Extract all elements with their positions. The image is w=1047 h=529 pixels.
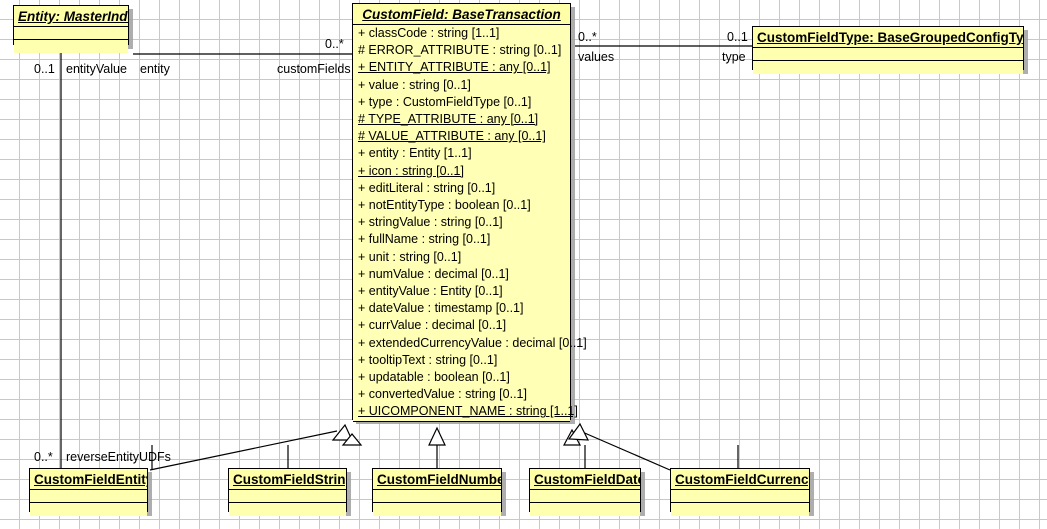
label-entity-role: entity	[140, 62, 170, 76]
attribute-row: + value : string [0..1]	[358, 77, 471, 92]
label-values-multiplicity: 0..*	[578, 30, 597, 44]
class-operations-custom-field-number	[373, 503, 501, 516]
class-title-custom-field-date: CustomFieldDate	[530, 469, 640, 490]
gen-arrow-string	[341, 433, 363, 446]
gen-line-currency-angled	[579, 430, 671, 471]
label-custom-fields-role: customFields	[277, 62, 351, 76]
label-values-role: values	[578, 50, 615, 64]
attribute-row: + currValue : decimal [0..1]	[358, 318, 507, 333]
gen-arrow-number	[428, 426, 446, 446]
class-title-custom-field-entity: CustomFieldEntity	[30, 469, 147, 490]
attribute-row: # VALUE_ATTRIBUTE : any [0..1]	[358, 129, 546, 144]
attribute-row: + entityValue : Entity [0..1]	[358, 284, 503, 299]
attribute-row: + unit : string [0..1]	[358, 249, 462, 264]
attribute-row: + classCode : string [1..1]	[358, 26, 500, 40]
class-title-custom-field-string: CustomFieldString	[229, 469, 346, 490]
attribute-row: # TYPE_ATTRIBUTE : any [0..1]	[358, 112, 539, 127]
class-box-custom-field-date[interactable]: CustomFieldDate	[529, 468, 641, 516]
class-title-custom-field-currency: CustomFieldCurrency	[671, 469, 809, 490]
class-box-custom-field-entity[interactable]: CustomFieldEntity	[29, 468, 148, 516]
attribute-row: + entity : Entity [1..1]	[358, 146, 472, 161]
label-reverse-entity-udfs-multiplicity: 0..*	[34, 450, 53, 464]
label-custom-fields-multiplicity: 0..*	[325, 37, 344, 51]
attribute-row: # ERROR_ATTRIBUTE : string [0..1]	[358, 43, 562, 58]
attribute-row: + editLiteral : string [0..1]	[358, 180, 496, 195]
attribute-row: + ENTITY_ATTRIBUTE : any [0..1]	[358, 60, 551, 75]
gen-line-entity-angled	[149, 430, 338, 471]
class-attributes-custom-field-type	[753, 48, 1023, 61]
class-box-custom-field-currency[interactable]: CustomFieldCurrency	[670, 468, 810, 516]
class-operations-custom-field-type	[753, 61, 1023, 74]
attribute-row: + UICOMPONENT_NAME : string [1..1]	[358, 404, 578, 419]
attribute-row: + updatable : boolean [0..1]	[358, 370, 510, 385]
attribute-row: + notEntityType : boolean [0..1]	[358, 198, 531, 213]
class-box-custom-field-type[interactable]: CustomFieldType: BaseGroupedConfigType	[752, 26, 1024, 74]
label-entity-value-role: entityValue	[66, 62, 127, 76]
class-attributes-custom-field: + classCode : string [1..1] # ERROR_ATTR…	[353, 25, 587, 422]
attribute-row: + numValue : decimal [0..1]	[358, 266, 509, 281]
gen-arrow-currency	[567, 422, 589, 441]
attribute-row: + type : CustomFieldType [0..1]	[358, 94, 532, 109]
class-attributes-custom-field-number	[373, 490, 501, 503]
class-attributes-custom-field-date	[530, 490, 640, 503]
class-attributes-custom-field-currency	[671, 490, 809, 503]
label-type-role: type	[722, 50, 746, 64]
class-attributes-master-index	[14, 27, 128, 40]
label-reverse-entity-udfs-role: reverseEntityUDFs	[66, 450, 171, 464]
class-box-custom-field-string[interactable]: CustomFieldString	[228, 468, 347, 516]
attribute-row: + stringValue : string [0..1]	[358, 215, 503, 230]
class-operations-custom-field-currency	[671, 503, 809, 516]
class-attributes-custom-field-string	[229, 490, 346, 503]
class-title-custom-field-type: CustomFieldType: BaseGroupedConfigType	[753, 27, 1023, 48]
class-box-master-index[interactable]: Entity: MasterIndex	[13, 5, 129, 53]
class-title-custom-field: CustomField: BaseTransaction	[353, 4, 570, 25]
attribute-row: + convertedValue : string [0..1]	[358, 387, 527, 402]
attribute-row: + fullName : string [0..1]	[358, 232, 491, 247]
attribute-row: + tooltipText : string [0..1]	[358, 352, 498, 367]
class-attributes-custom-field-entity	[30, 490, 147, 503]
attribute-row: + extendedCurrencyValue : decimal [0..1]	[358, 335, 587, 350]
label-type-multiplicity: 0..1	[727, 30, 748, 44]
attribute-row: + icon : string [0..1]	[358, 163, 464, 178]
attribute-row: + dateValue : timestamp [0..1]	[358, 301, 524, 316]
class-operations-custom-field-date	[530, 503, 640, 516]
label-entity-value-multiplicity: 0..1	[34, 62, 55, 76]
class-operations-custom-field-string	[229, 503, 346, 516]
class-operations-custom-field-entity	[30, 503, 147, 516]
gen-arrow-entity	[331, 423, 353, 441]
class-box-custom-field[interactable]: CustomField: BaseTransaction + classCode…	[352, 3, 587, 422]
class-title-master-index: Entity: MasterIndex	[14, 6, 128, 27]
class-box-custom-field-number[interactable]: CustomFieldNumber	[372, 468, 502, 516]
class-title-custom-field-number: CustomFieldNumber	[373, 469, 501, 490]
class-operations-master-index	[14, 40, 128, 53]
